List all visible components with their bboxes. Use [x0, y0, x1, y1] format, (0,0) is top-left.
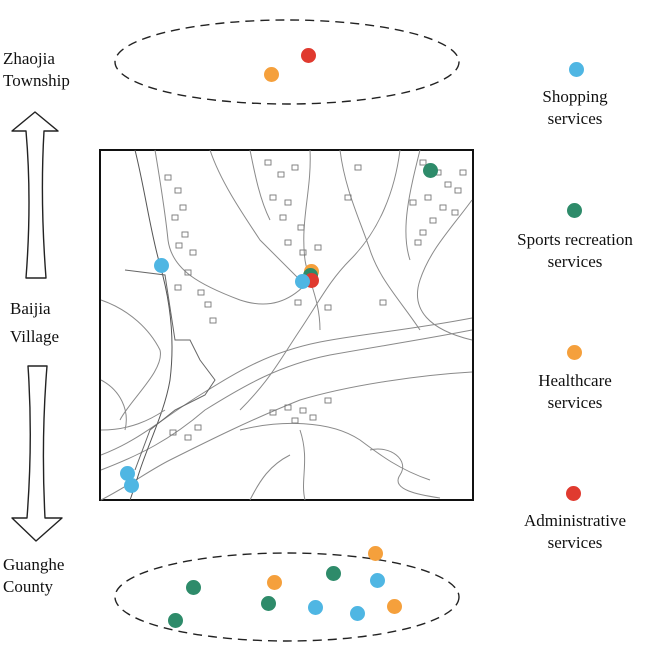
township-label-line1: Zhaojia: [3, 49, 55, 68]
service-point-sports: [261, 596, 276, 611]
legend-administrative-line1: Administrative: [524, 511, 626, 530]
village-label-line1: Baijia: [10, 299, 51, 318]
village-label-line2: Village: [10, 327, 60, 346]
service-point-sports: [168, 613, 183, 628]
service-point-administrative: [301, 48, 316, 63]
legend-shopping-line2: services: [547, 109, 603, 128]
service-point-healthcare: [387, 599, 402, 614]
legend-sports-line2: services: [547, 252, 603, 271]
village-label: Baijia Village: [10, 298, 59, 348]
service-point-shopping: [154, 258, 169, 273]
map-buildings: [164, 159, 467, 441]
legend-healthcare-marker: [567, 345, 582, 360]
legend-administrative-marker: [566, 486, 581, 501]
legend-administrative-line2: services: [547, 533, 603, 552]
service-point-healthcare: [267, 575, 282, 590]
service-point-shopping: [124, 478, 139, 493]
township-label-line2: Township: [3, 71, 70, 90]
legend-sports-marker: [567, 203, 582, 218]
county-label-line2: County: [3, 577, 54, 596]
township-services-ellipse: [114, 19, 460, 105]
service-point-shopping: [295, 274, 310, 289]
service-point-sports: [186, 580, 201, 595]
map-linework: [100, 149, 473, 501]
legend-shopping-marker: [569, 62, 584, 77]
service-point-healthcare: [264, 67, 279, 82]
legend-shopping-line1: Shopping: [542, 87, 608, 106]
service-point-shopping: [120, 466, 135, 481]
service-point-shopping: [370, 573, 385, 588]
legend-healthcare-line1: Healthcare: [538, 371, 612, 390]
service-point-shopping: [308, 600, 323, 615]
legend-healthcare-line2: services: [547, 393, 603, 412]
down-arrow-icon: [11, 365, 63, 542]
service-point-sports: [423, 163, 438, 178]
legend-shopping-label: Shopping services: [500, 86, 650, 130]
county-label-line1: Guanghe: [3, 555, 65, 574]
service-point-healthcare: [368, 546, 383, 561]
legend-sports-line1: Sports recreation: [517, 230, 633, 249]
legend-healthcare-label: Healthcare services: [500, 370, 650, 414]
legend-sports-label: Sports recreation services: [500, 229, 650, 273]
service-point-shopping: [350, 606, 365, 621]
service-point-sports: [326, 566, 341, 581]
township-label: Zhaojia Township: [3, 48, 70, 92]
up-arrow-icon: [11, 111, 59, 279]
county-label: Guanghe County: [3, 554, 64, 598]
legend-administrative-label: Administrative services: [500, 510, 650, 554]
county-services-ellipse: [114, 552, 460, 642]
